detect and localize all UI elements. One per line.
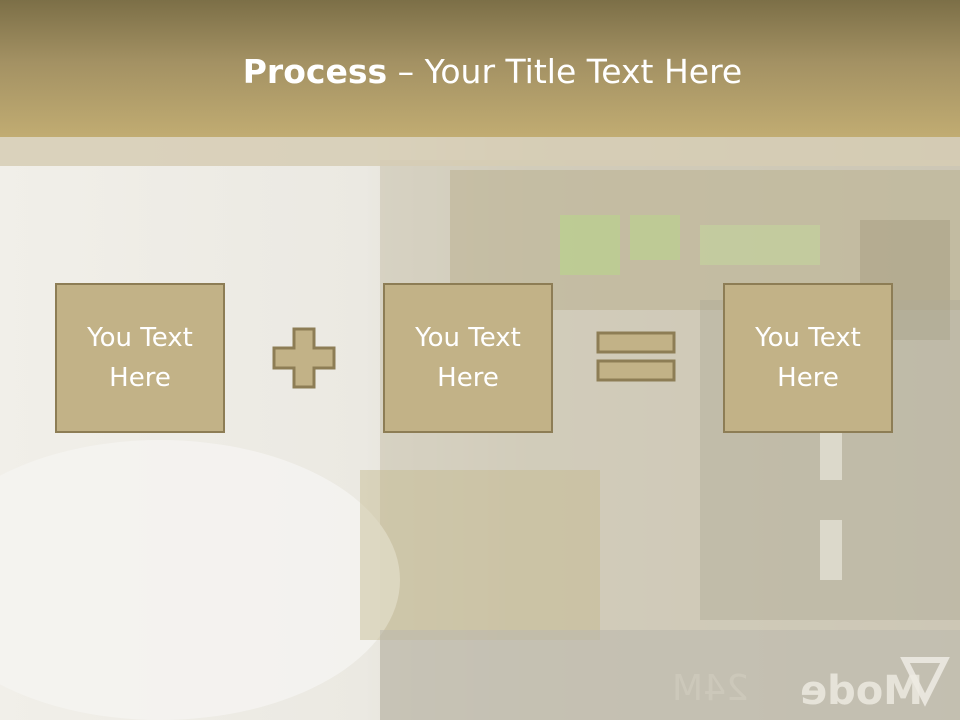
header-under-strip <box>0 137 960 166</box>
equals-icon <box>596 331 676 382</box>
title-bold: Process <box>242 52 388 91</box>
process-box-3-text: You Text Here <box>755 323 861 393</box>
title-rest: – Your Title Text Here <box>387 52 743 91</box>
number-watermark-text: 24M <box>672 668 749 709</box>
plus-icon <box>272 327 336 389</box>
process-box-1[interactable]: You Text Here <box>55 283 225 433</box>
mode-watermark-text: Mode <box>800 668 924 714</box>
process-box-2-text: You Text Here <box>415 323 521 393</box>
process-box-3[interactable]: You Text Here <box>723 283 893 433</box>
title-header-band <box>0 0 960 137</box>
process-box-1-text: You Text Here <box>87 323 193 393</box>
process-box-2[interactable]: You Text Here <box>383 283 553 433</box>
slide-title[interactable]: Process – Your Title Text Here <box>0 52 960 91</box>
